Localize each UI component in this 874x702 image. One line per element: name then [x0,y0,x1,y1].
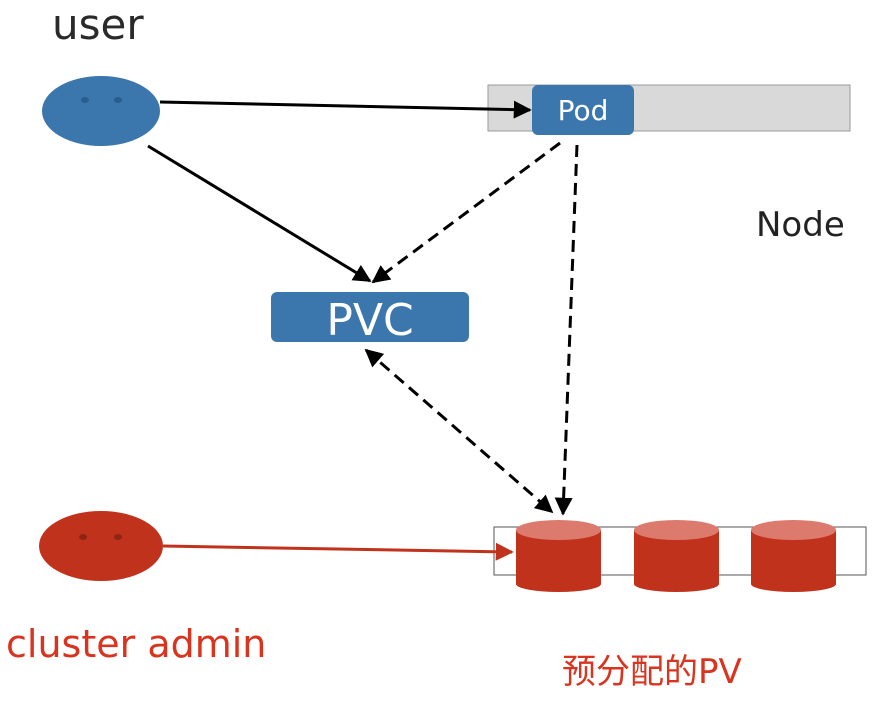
pod-label: Pod [558,94,609,127]
admin-to-pv-arrow [162,542,514,561]
pod-box[interactable]: Pod [532,85,634,135]
pvc-label: PVC [326,295,413,346]
cylinder-icon[interactable] [516,520,601,592]
cylinder-icon[interactable] [751,520,836,592]
pod-to-pv-arrow [554,144,579,516]
cylinder-icon[interactable] [634,520,719,592]
admin-blob-icon[interactable] [39,511,163,581]
pvc-pv-bidirectional-arrow [364,348,554,514]
cluster-admin-label: cluster admin [6,622,267,666]
pvc-box[interactable]: PVC [271,292,469,346]
pod-to-pvc-arrow [371,141,561,284]
node-label: Node [756,205,845,245]
user-to-pod-arrow [159,100,532,119]
preallocated-pv-label: 预分配的PV [562,652,742,692]
user-to-pvc-arrow [147,144,372,283]
user-blob-icon[interactable] [42,76,160,146]
user-label: user [52,0,144,49]
